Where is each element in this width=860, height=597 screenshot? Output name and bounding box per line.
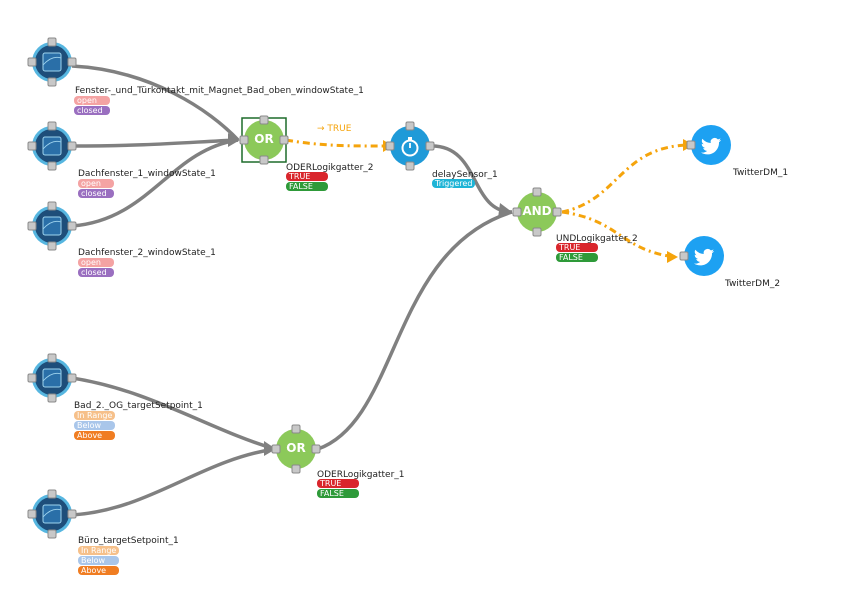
or-gate-2-text-box: OR (244, 132, 284, 148)
or-gate-2-text: OR (254, 132, 274, 146)
flow-and-to-twitter1[interactable] (561, 143, 691, 214)
twitter-bird-icon (694, 248, 715, 266)
wire-dach2-to-or2[interactable] (71, 138, 239, 228)
state-list-dachfenster-2: open closed (78, 258, 114, 277)
node-label-twitter-1: TwitterDM_1 (733, 168, 789, 178)
node-label-bad-og: Bad_2._OG_targetSetpoint_1 (74, 401, 203, 411)
state-badge-above: Above (74, 431, 116, 440)
state-badge-in-range: In Range (74, 411, 116, 420)
stopwatch-icon (401, 137, 419, 157)
state-badge-closed: closed (74, 106, 110, 115)
wire-arrow-and (498, 203, 512, 218)
node-or-gate-2[interactable] (239, 115, 289, 165)
node-and-gate[interactable] (512, 187, 562, 237)
and-gate-text-box: AND (517, 204, 557, 220)
state-list-buero: In Range Below Above (78, 546, 120, 575)
state-list-dachfenster-1: open closed (78, 179, 114, 198)
node-label-twitter-2: TwitterDM_2 (725, 279, 781, 289)
and-gate-text: AND (522, 204, 552, 218)
state-badge-open: open (78, 179, 114, 188)
node-delay-sensor[interactable] (385, 121, 435, 171)
node-buero[interactable] (27, 489, 77, 539)
state-badge-below: Below (78, 556, 120, 565)
state-list-delay-sensor: Triggered (432, 179, 476, 188)
node-window-bad[interactable] (27, 37, 77, 87)
node-label-window-bad: Fenster-_und_Türkontakt_mit_Magnet_Bad_o… (75, 86, 364, 96)
state-badge-true: TRUE (317, 479, 359, 488)
wire-arrow-or1 (264, 441, 276, 456)
state-list-or-gate-2: TRUE FALSE (286, 172, 328, 191)
node-label-and-gate: UNDLogikgatter_2 (556, 234, 638, 244)
node-label-dachfenster-1: Dachfenster_1_windowState_1 (78, 169, 216, 179)
flow-and-to-twitter2[interactable] (561, 210, 676, 259)
wire-dach1-to-or2[interactable] (71, 138, 239, 148)
wire-window-to-or2[interactable] (71, 64, 240, 142)
state-badge-below: Below (74, 421, 116, 430)
node-bad-og[interactable] (27, 353, 77, 403)
node-label-or-gate-2: ODERLogikgatter_2 (286, 163, 374, 173)
state-list-and-gate: TRUE FALSE (556, 243, 598, 262)
node-dachfenster-2[interactable] (27, 201, 77, 251)
state-badge-closed: closed (78, 189, 114, 198)
state-badge-true: TRUE (286, 172, 328, 181)
node-label-delay-sensor: delaySensor_1 (432, 170, 498, 180)
or-gate-1-text: OR (286, 441, 306, 455)
flow-or2-to-delay[interactable] (285, 138, 386, 148)
state-badge-above: Above (78, 566, 120, 575)
state-badge-false: FALSE (317, 489, 359, 498)
state-badge-open: open (74, 96, 110, 105)
state-list-bad-og: In Range Below Above (74, 411, 116, 440)
wire-bad-to-or1[interactable] (71, 376, 276, 451)
node-dachfenster-1[interactable] (27, 121, 77, 171)
wire-or1-to-and[interactable] (317, 210, 513, 451)
node-label-dachfenster-2: Dachfenster_2_windowState_1 (78, 248, 216, 258)
node-label-or-gate-1: ODERLogikgatter_1 (317, 470, 405, 480)
node-or-gate-1[interactable] (271, 424, 321, 474)
node-twitter-1[interactable] (686, 125, 731, 165)
wire-buero-to-or1[interactable] (71, 447, 276, 517)
state-badge-true: TRUE (556, 243, 598, 252)
state-badge-false: FALSE (286, 182, 328, 191)
wire-arrow-or2 (228, 133, 240, 147)
or-gate-1-text-box: OR (276, 441, 316, 457)
state-badge-open: open (78, 258, 114, 267)
state-badge-in-range: In Range (78, 546, 120, 555)
node-twitter-2[interactable] (679, 236, 724, 276)
node-label-buero: Büro_targetSetpoint_1 (78, 536, 179, 546)
state-badge-triggered: Triggered (432, 179, 476, 188)
state-list-or-gate-1: TRUE FALSE (317, 479, 359, 498)
state-badge-false: FALSE (556, 253, 598, 262)
state-list-window-bad: open closed (74, 96, 110, 115)
flow-arrow-twitter2 (667, 251, 678, 263)
flow-true-label: → TRUE (317, 124, 352, 134)
state-badge-closed: closed (78, 268, 114, 277)
twitter-bird-icon (701, 137, 722, 155)
